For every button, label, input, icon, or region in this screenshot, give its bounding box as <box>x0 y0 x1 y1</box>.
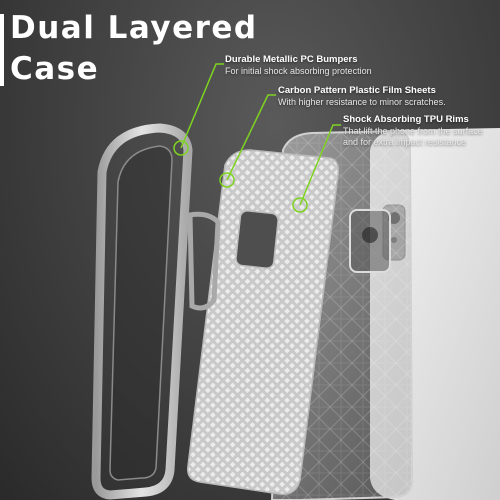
page-title: Dual Layered Case <box>10 8 258 90</box>
callout-carbon-film: Carbon Pattern Plastic Film Sheets With … <box>278 85 446 108</box>
leader-lines <box>173 63 341 213</box>
pc-bumper <box>91 123 221 500</box>
callout-heading: Carbon Pattern Plastic Film Sheets <box>278 85 436 96</box>
callout-pc-bumpers: Durable Metallic PC Bumpers For initial … <box>225 54 372 77</box>
callout-description: and for extra impact resistance <box>343 137 467 147</box>
callout-tpu-rims: Shock Absorbing TPU Rims That lift the p… <box>343 114 483 148</box>
callout-heading: Durable Metallic PC Bumpers <box>225 54 358 65</box>
callout-heading: Shock Absorbing TPU Rims <box>343 114 469 125</box>
callout-description: With higher resistance to minor scratche… <box>278 97 446 107</box>
carbon-film-sheet <box>187 149 340 495</box>
title-accent-bar <box>0 14 4 86</box>
title-line-1: Dual Layered <box>10 10 258 46</box>
callout-description: That lift the phone from the surface <box>343 126 483 136</box>
title-line-2: Case <box>10 51 100 87</box>
callout-description: For initial shock absorbing protection <box>225 66 372 76</box>
